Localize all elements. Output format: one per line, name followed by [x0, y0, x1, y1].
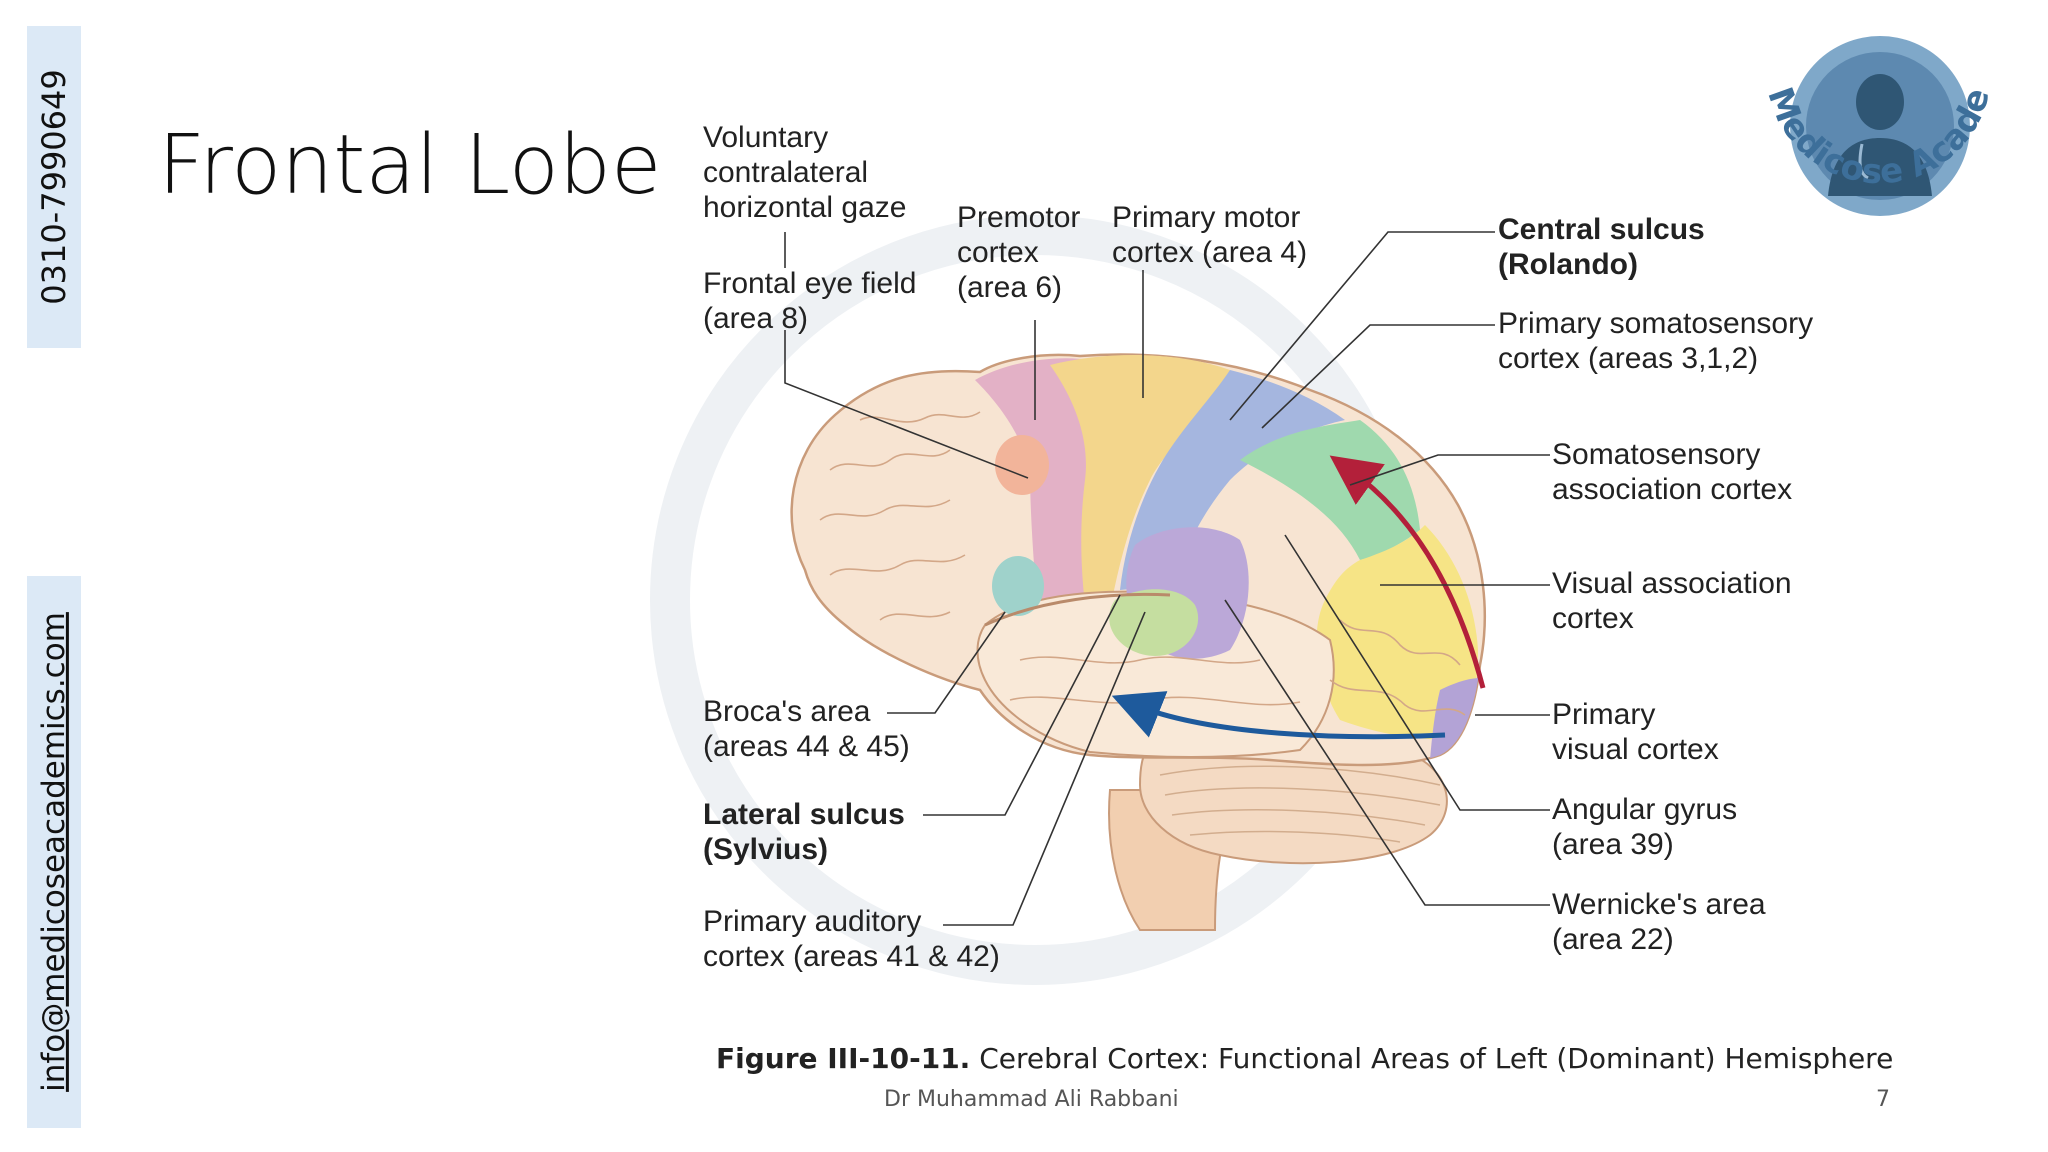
label-somatosensory-association: Somatosensory association cortex: [1552, 438, 1793, 506]
blue-pathway-arrow: [1111, 691, 1446, 740]
email-tab[interactable]: info@medicoseacademics.com: [27, 576, 81, 1128]
medicose-academics-logo: Medicose Academics: [1740, 26, 1998, 216]
visual-association-area: [1316, 525, 1478, 740]
page-number: 7: [1876, 1087, 1890, 1112]
label-primary-motor: Primary motor cortex (area 4): [1112, 201, 1308, 269]
label-broca: Broca's area (areas 44 & 45): [703, 695, 910, 763]
slide-title: Frontal Lobe: [158, 118, 662, 213]
label-wernicke: Wernicke's area (area 22): [1552, 888, 1766, 956]
broca-area: [992, 556, 1044, 616]
label-angular-gyrus: Angular gyrus (area 39): [1552, 793, 1738, 861]
label-voluntary-gaze: Voluntary contralateral horizontal gaze: [703, 121, 907, 224]
primary-auditory-area: [1109, 589, 1199, 656]
label-frontal-eye-field: Frontal eye field (area 8): [703, 267, 917, 335]
primary-motor-area: [1050, 354, 1230, 610]
leader-lines: [784, 231, 1550, 926]
label-visual-association: Visual association cortex: [1552, 567, 1792, 635]
caption-number: Figure III-10-11.: [716, 1042, 971, 1075]
cerebellum-folia: [1159, 765, 1441, 843]
label-lateral-sulcus: Lateral sulcus (Sylvius): [703, 798, 905, 866]
label-premotor: Premotor cortex (area 6): [957, 201, 1081, 304]
label-primary-somatosensory: Primary somatosensory cortex (areas 3,1,…: [1498, 307, 1814, 375]
label-primary-visual: Primary visual cortex: [1552, 698, 1719, 766]
label-central-sulcus: Central sulcus (Rolando): [1498, 213, 1705, 281]
doctor-icon: [1828, 74, 1932, 196]
label-primary-auditory: Primary auditory cortex (areas 41 & 42): [703, 905, 1000, 973]
caption-text: Cerebral Cortex: Functional Areas of Lef…: [979, 1042, 1894, 1075]
stethoscope-icon: [1858, 143, 1869, 180]
phone-tab: 0310-7990649: [27, 26, 81, 348]
premotor-area: [975, 358, 1095, 640]
lateral-sulcus-line: [984, 592, 1171, 627]
red-pathway-arrow: [1329, 455, 1486, 689]
figure-caption: Figure III-10-11. Cerebral Cortex: Funct…: [716, 1042, 1893, 1075]
frontal-eye-field-area: [995, 435, 1049, 495]
footer-author: Dr Muhammad Ali Rabbani: [884, 1087, 1179, 1112]
